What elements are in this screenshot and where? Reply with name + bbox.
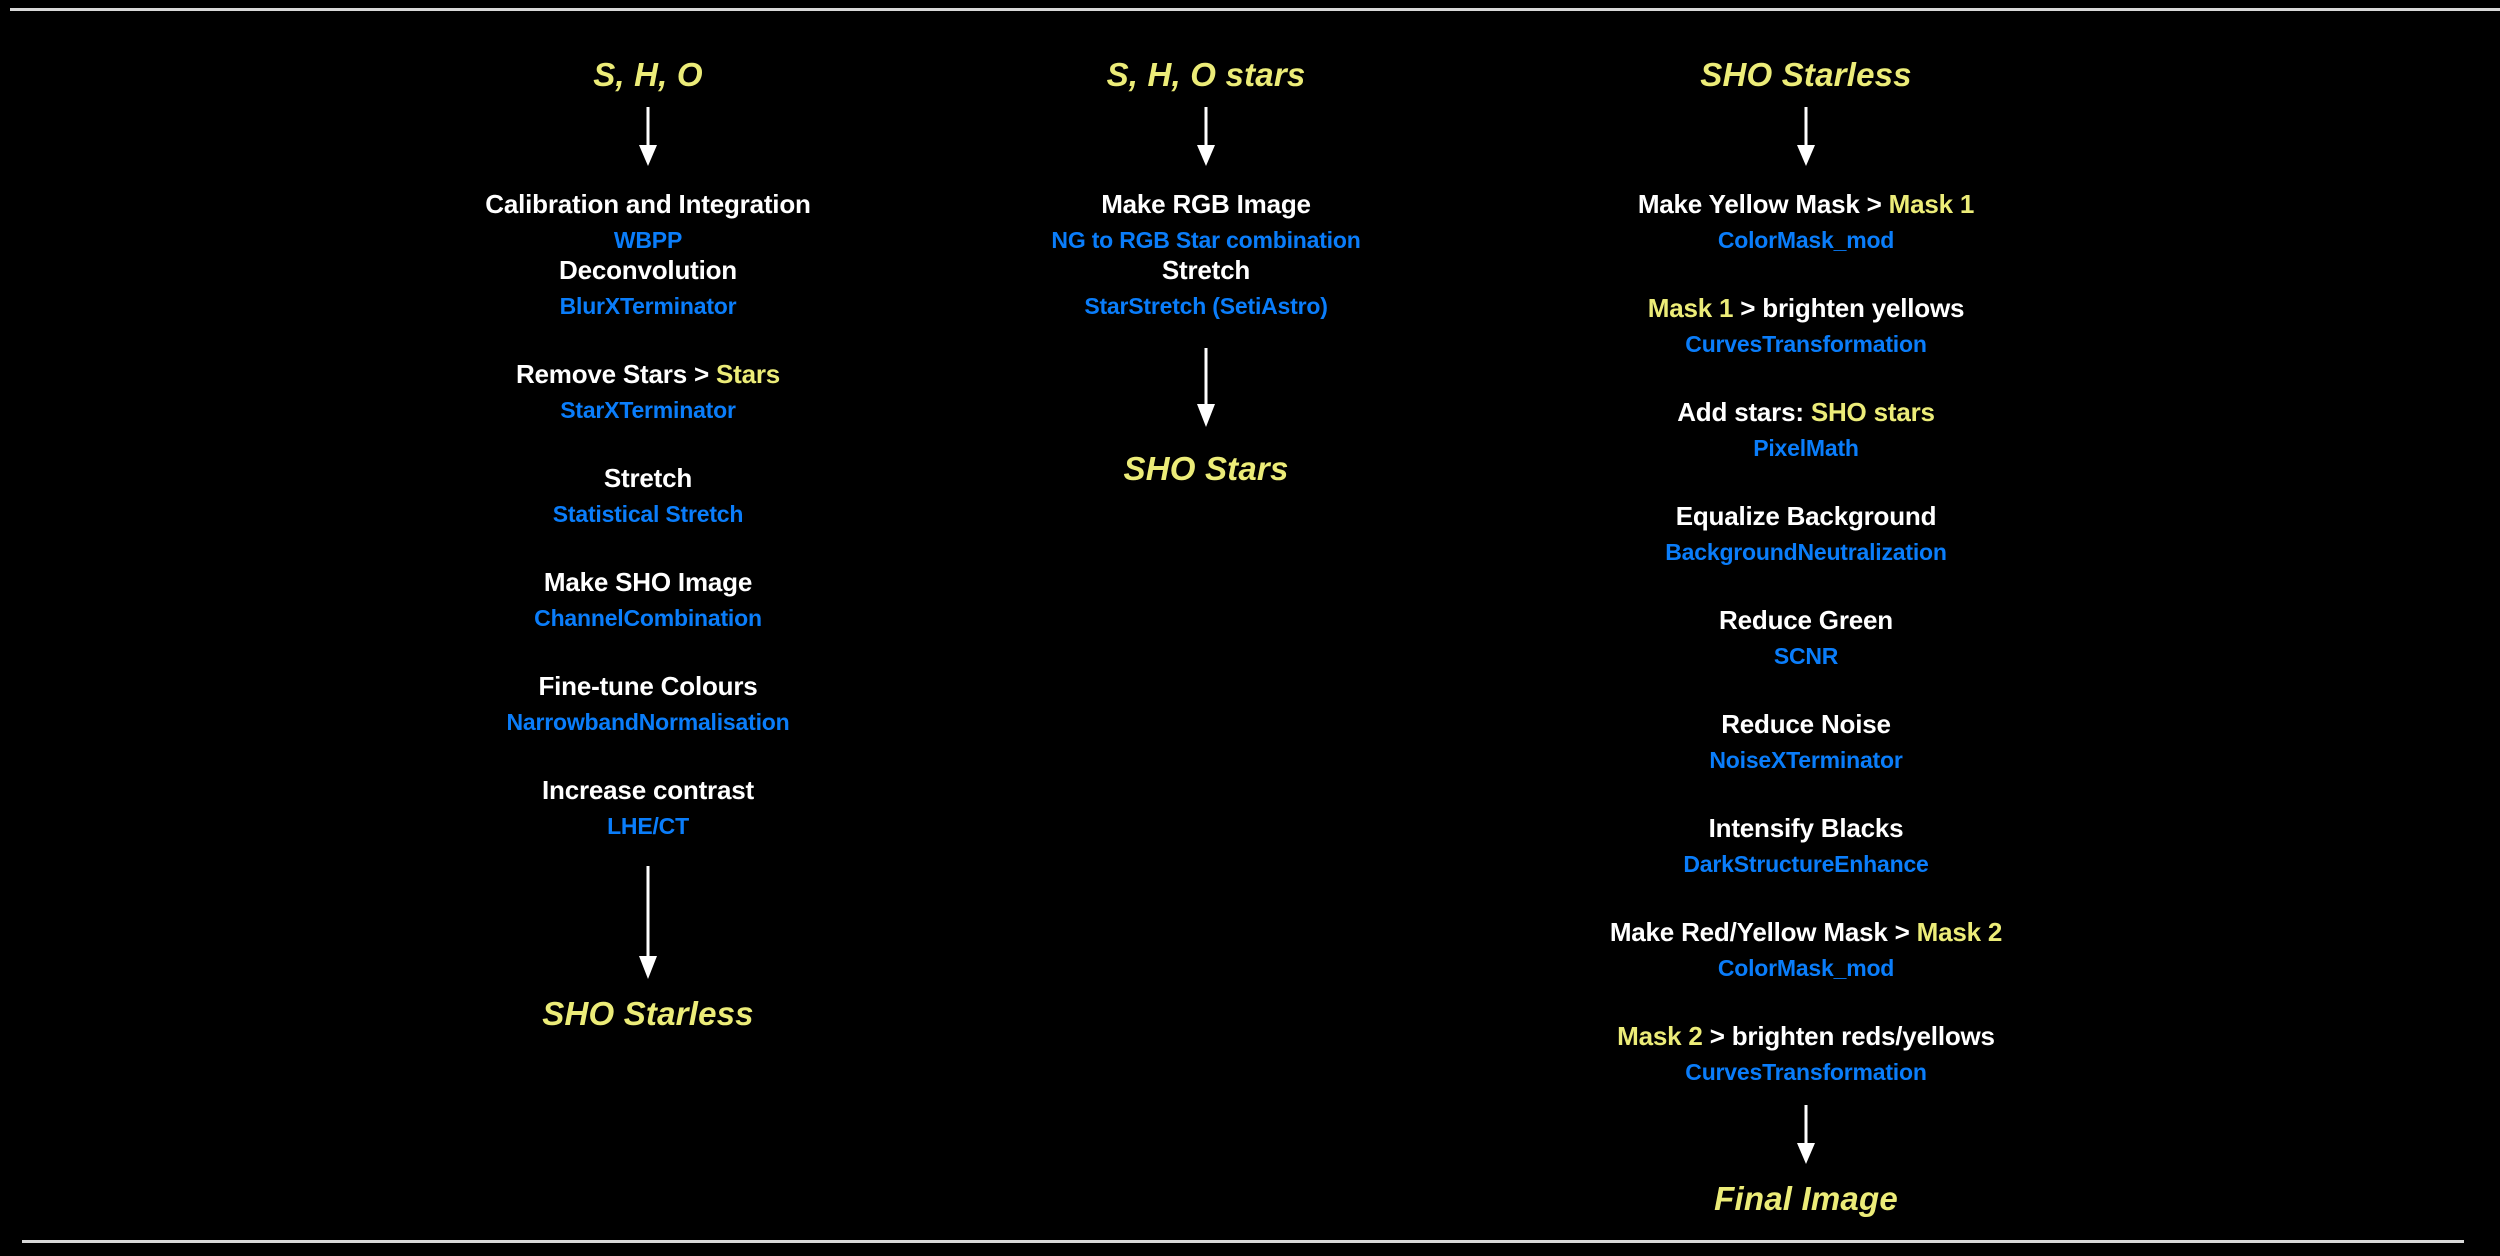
step-tool: Statistical Stretch [552,501,744,527]
step-title: Stretch [603,463,693,493]
step-increase-contrast: Increase contrast LHE/CT [338,777,958,838]
step-tool: BlurXTerminator [559,293,737,319]
step-title: Add stars: SHO stars [1677,397,1935,427]
step-stretch: Stretch StarStretch (SetiAstro) [896,257,1516,318]
step-tool: LHE/CT [607,813,689,839]
step-mask-2-brighten-reds-yellows: Mask 2 > brighten reds/yellows CurvesTra… [1496,1023,2116,1084]
step-add-stars: Add stars: SHO stars PixelMath [1496,399,2116,460]
bottom-frame-line [22,1240,2464,1243]
step-equalize-background: Equalize Background BackgroundNeutraliza… [1496,503,2116,564]
step-tool: CurvesTransformation [1685,331,1927,357]
step-reduce-noise: Reduce Noise NoiseXTerminator [1496,711,2116,772]
step-tool: ColorMask_mod [1717,227,1895,253]
step-deconvolution: Deconvolution BlurXTerminator [338,257,958,318]
step-title: Remove Stars > Stars [515,359,781,389]
step-title: Mask 2 > brighten reds/yellows [1617,1021,1995,1051]
start-node-label: S, H, O stars [1106,56,1306,93]
step-stretch: Stretch Statistical Stretch [338,465,958,526]
arrow-start-to-step-1 [338,107,958,167]
step-title: Mask 1 > brighten yellows [1647,293,1965,323]
step-title: Make SHO Image [543,567,753,597]
step-title: Reduce Noise [1721,709,1891,739]
step-tool: NarrowbandNormalisation [506,709,790,735]
step-tool: StarXTerminator [560,397,736,423]
step-mask-1-brighten-yellows: Mask 1 > brighten yellows CurvesTransfor… [1496,295,2116,356]
step-title: Stretch [1161,255,1251,285]
top-frame-line [10,8,2500,11]
step-title: Equalize Background [1675,501,1937,531]
step-make-rgb-image: Make RGB Image NG to RGB Star combinatio… [896,191,1516,252]
end-node-label: Final Image [1714,1180,1898,1217]
step-tool: StarStretch (SetiAstro) [1084,293,1328,319]
arrow-last-step-to-end [1496,1105,2116,1165]
step-make-red-yellow-mask: Make Red/Yellow Mask > Mask 2 ColorMask_… [1496,919,2116,980]
step-title: Fine-tune Colours [538,671,758,701]
step-title: Reduce Green [1719,605,1893,635]
step-tool: ColorMask_mod [1717,955,1895,981]
step-tool: DarkStructureEnhance [1683,851,1929,877]
step-title: Make Red/Yellow Mask > Mask 2 [1609,917,2003,947]
step-title: Deconvolution [559,255,737,285]
step-make-sho-image: Make SHO Image ChannelCombination [338,569,958,630]
step-title: Increase contrast [542,775,754,805]
step-tool: ChannelCombination [534,605,762,631]
arrow-start-to-step-1 [896,107,1516,167]
step-tool: BackgroundNeutralization [1665,539,1947,565]
step-reduce-green: Reduce Green SCNR [1496,607,2116,668]
step-tool: NoiseXTerminator [1709,747,1903,773]
end-node-label: SHO Starless [542,995,754,1032]
step-title: Make RGB Image [1101,189,1311,219]
step-calibration-and-integration: Calibration and Integration WBPP [338,191,958,252]
step-remove-stars: Remove Stars > Stars StarXTerminator [338,361,958,422]
step-tool: WBPP [613,227,683,253]
step-intensify-blacks: Intensify Blacks DarkStructureEnhance [1496,815,2116,876]
step-tool: PixelMath [1753,435,1859,461]
step-make-yellow-mask: Make Yellow Mask > Mask 1 ColorMask_mod [1496,191,2116,252]
arrow-last-step-to-end [896,348,1516,428]
end-node-label: SHO Stars [1123,450,1289,487]
step-title: Make Yellow Mask > Mask 1 [1637,189,1975,219]
step-title: Intensify Blacks [1708,813,1904,843]
start-node-label: S, H, O [593,56,703,93]
step-tool: NG to RGB Star combination [1051,227,1361,253]
start-node-label: SHO Starless [1700,56,1912,93]
step-title: Calibration and Integration [485,189,811,219]
step-fine-tune-colours: Fine-tune Colours NarrowbandNormalisatio… [338,673,958,734]
step-tool: SCNR [1773,643,1839,669]
step-tool: CurvesTransformation [1685,1059,1927,1085]
arrow-last-step-to-end [338,866,958,980]
arrow-start-to-step-1 [1496,107,2116,167]
